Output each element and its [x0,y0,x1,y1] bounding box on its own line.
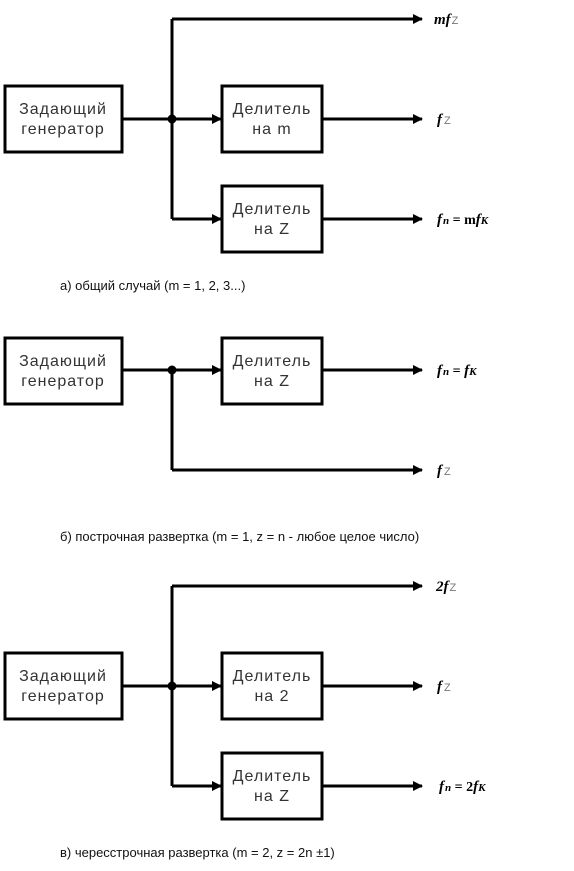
diagram-a: Задающий генератор Делитель на m Делител… [3,12,489,293]
divider-2-block-c [220,651,324,721]
signal-mfz-a: mfZ [434,12,459,28]
divider-m-block-a [220,84,324,154]
div-z-label-line2-b: на Z [254,373,290,390]
div-z-label-line1-b: Делитель [233,353,312,370]
master-generator-block-b [3,336,124,406]
gen-label-line1-a: Задающий [19,101,107,118]
div-z-label-line2-a: на Z [254,221,290,238]
diagram-c: Задающий генератор Делитель на 2 Делител… [3,579,486,860]
gen-label-line2-a: генератор [21,121,105,138]
signal-fn-eq-fk-b: fп = fК [437,363,477,379]
gen-label-line2-b: генератор [21,373,105,390]
gen-label-line1-c: Задающий [19,668,107,685]
divider-z-block-c [220,751,324,821]
divider-z-block-b [220,336,324,406]
gen-label-line2-c: генератор [21,688,105,705]
caption-b: б) построчная развертка (m = 1, z = n - … [60,529,419,544]
div-m-label-line1-a: Делитель [233,101,312,118]
signal-fn-eq-mfk-a: fп = mfК [437,212,489,228]
div-z-label-line1-a: Делитель [233,201,312,218]
master-generator-block-c [3,651,124,721]
signal-2fz-c: 2fZ [435,579,457,595]
caption-c: в) чересстрочная развертка (m = 2, z = 2… [60,845,335,860]
signal-fn-eq-2fk-c: fп = 2fК [439,779,486,795]
div-2-label-line2-c: на 2 [254,688,289,705]
caption-a: а) общий случай (m = 1, 2, 3...) [60,278,245,293]
gen-label-line1-b: Задающий [19,353,107,370]
master-generator-block-a [3,84,124,154]
div-2-label-line1-c: Делитель [233,668,312,685]
div-z-label-line1-c: Делитель [233,768,312,785]
div-m-label-line2-a: на m [252,121,292,138]
diagram-b: Задающий генератор Делитель на Z fп = fК… [3,336,477,544]
divider-z-block-a [220,184,324,254]
div-z-label-line2-c: на Z [254,788,290,805]
